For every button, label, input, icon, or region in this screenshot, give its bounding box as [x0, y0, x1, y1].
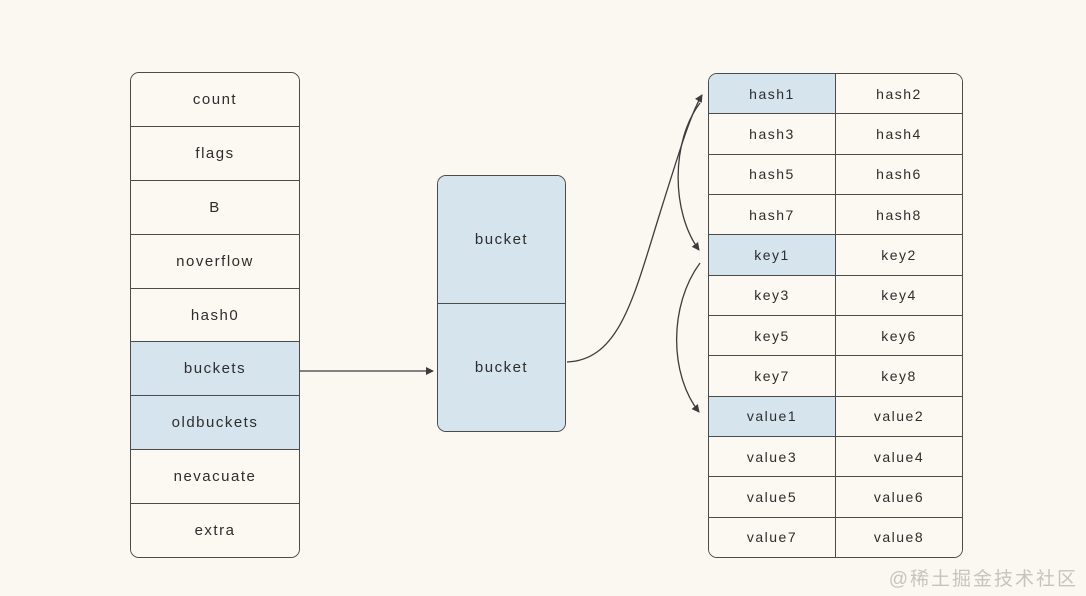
bmap-cell-value5: value5	[709, 477, 836, 517]
bmap-row-value12: value1 value2	[709, 396, 962, 437]
bmap-cell-hash8: hash8	[836, 194, 962, 235]
bmap-cell-value3: value3	[709, 436, 836, 477]
hmap-row-flags: flags	[131, 126, 299, 181]
bmap-cell-hash4: hash4	[836, 114, 962, 154]
bmap-cell-value8: value8	[836, 517, 962, 557]
bmap-cell-value4: value4	[836, 436, 962, 477]
bmap-row-key12: key1 key2	[709, 235, 962, 276]
bmap-row-hash56: hash5 hash6	[709, 154, 962, 195]
hmap-row-count: count	[131, 73, 299, 127]
hmap-row-noverflow: noverflow	[131, 234, 299, 289]
bmap-cell-hash2: hash2	[836, 74, 962, 114]
bmap-cell-key7: key7	[709, 356, 836, 396]
hmap-row-buckets: buckets	[131, 342, 299, 397]
bmap-row-key78: key7 key8	[709, 356, 962, 397]
bmap-cell-hash3: hash3	[709, 114, 836, 154]
bmap-row-hash78: hash7 hash8	[709, 194, 962, 236]
bmap-cell-key6: key6	[836, 315, 962, 356]
bmap-row-hash12: hash1 hash2	[709, 74, 962, 115]
bmap-cell-hash1: hash1	[709, 74, 836, 114]
watermark-text: @稀土掘金技术社区	[888, 569, 1078, 590]
hmap-row-hash0: hash0	[131, 288, 299, 343]
bmap-cell-key5: key5	[709, 315, 836, 356]
bmap-cell-value1: value1	[709, 396, 836, 436]
bmap-cell-key3: key3	[709, 275, 836, 315]
hmap-row-oldbuckets: oldbuckets	[131, 396, 299, 451]
hmap-row-b: B	[131, 180, 299, 235]
hmap-row-extra: extra	[131, 504, 299, 557]
bmap-cell-value6: value6	[836, 477, 962, 517]
bmap-cell-hash7: hash7	[709, 194, 836, 235]
bmap-cell-key2: key2	[836, 235, 962, 275]
bmap-cell-value2: value2	[836, 396, 962, 436]
bmap-cell-hash6: hash6	[836, 154, 962, 194]
bucket-array-box: bucket bucket	[437, 175, 566, 432]
bmap-row-key34: key3 key4	[709, 275, 962, 316]
bmap-row-hash34: hash3 hash4	[709, 114, 962, 155]
bucket-cell-1: bucket	[438, 304, 565, 431]
hmap-row-nevacuate: nevacuate	[131, 450, 299, 505]
hmap-struct-table: count flags B noverflow hash0 buckets ol…	[130, 72, 300, 558]
bmap-cell-value7: value7	[709, 517, 836, 557]
bmap-row-value34: value3 value4	[709, 436, 962, 478]
bucket-layout-table: hash1 hash2 hash3 hash4 hash5 hash6 hash…	[708, 73, 963, 558]
bmap-row-key56: key5 key6	[709, 315, 962, 357]
arrow-key1-to-value1	[675, 262, 701, 413]
bmap-row-value78: value7 value8	[709, 517, 962, 557]
bmap-cell-key4: key4	[836, 275, 962, 315]
bmap-row-value56: value5 value6	[709, 477, 962, 518]
arrow-bucket-to-hash1	[566, 94, 703, 363]
bmap-cell-hash5: hash5	[709, 154, 836, 194]
bmap-cell-key1: key1	[709, 235, 836, 275]
arrow-hash1-to-key1	[677, 102, 701, 251]
bmap-cell-key8: key8	[836, 356, 962, 396]
bucket-cell-0: bucket	[438, 176, 565, 304]
